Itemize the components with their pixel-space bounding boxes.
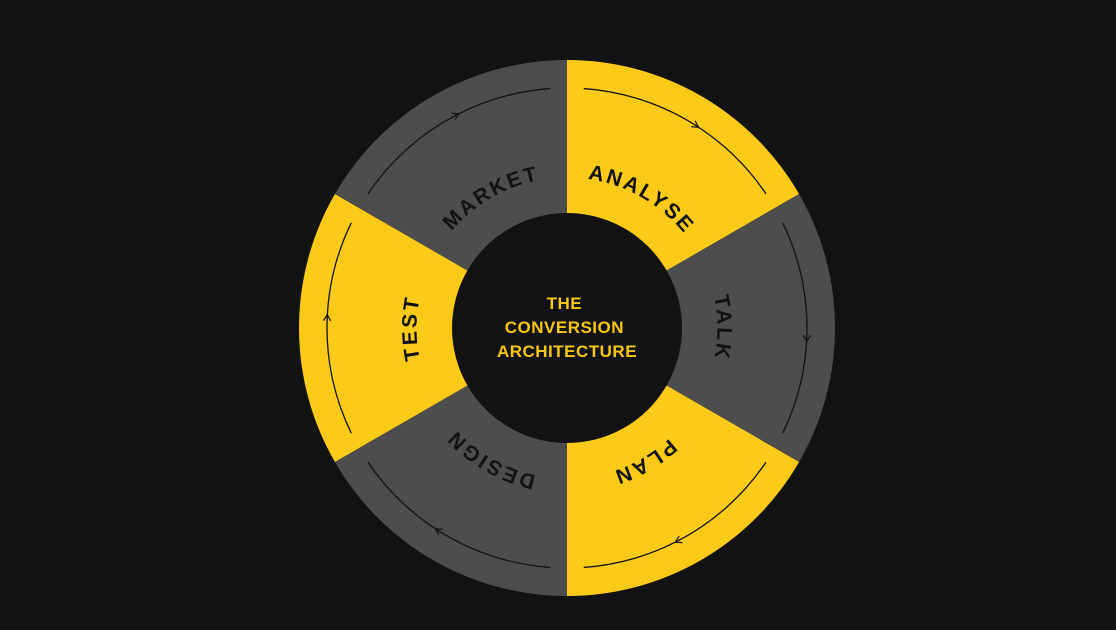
cycle-arrow-plan — [674, 461, 767, 544]
segment-label-text: TALK — [709, 293, 732, 363]
segment-test — [298, 194, 567, 462]
cycle-arrow-market — [367, 112, 460, 195]
center-title: THE CONVERSION ARCHITECTURE — [497, 294, 637, 361]
cycle-arc-market — [457, 87, 551, 115]
cycle-arrow-talk — [782, 222, 812, 343]
segment-talk — [567, 194, 835, 462]
center-title-line-1: THE — [547, 294, 583, 313]
center-title-line-3: ARCHITECTURE — [497, 342, 637, 361]
cycle-arc-analyse — [697, 126, 767, 195]
cycle-arc-test — [326, 222, 352, 316]
cycle-arc-plan — [583, 541, 677, 569]
center-hub — [452, 213, 682, 443]
cycle-arrow-design — [434, 528, 551, 569]
cycle-arc-design — [367, 461, 437, 530]
cycle-arrows-layer — [322, 87, 812, 569]
cycle-arrow-test — [322, 313, 352, 434]
cycle-arrow-analyse — [583, 87, 700, 128]
center-title-line-2: CONVERSION — [505, 318, 624, 337]
segment-label-talk: TALK — [709, 293, 735, 363]
cycle-arc-talk — [782, 340, 808, 434]
